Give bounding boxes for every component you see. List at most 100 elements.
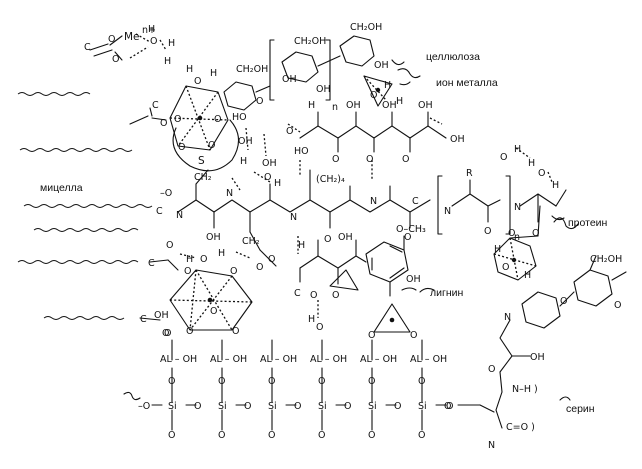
atom-o: O [344,401,351,412]
top-carboxyl-metal [89,33,167,61]
atom-o: O [256,96,263,107]
atom-o: O [194,76,201,87]
atom-o: O [402,154,409,165]
label-micelle: мицелла [40,182,83,194]
atom-oh: OH [282,74,297,85]
lignin-ring [299,235,435,333]
atom-c: C [156,206,163,217]
atom-o: O [162,328,169,339]
atom-ch2oh: CH₂OH [350,22,382,33]
wavy-chain-3 [23,204,153,208]
sugar-chain [299,111,447,153]
atom-o: O [418,430,425,441]
atom-si: Si [418,401,427,412]
atom-neg-o: –O [160,188,172,199]
atom-oh: OH [374,60,389,71]
right-saccharide [493,205,627,429]
atom-h: H [164,56,171,67]
atom-o: O [614,300,621,311]
atom-n-subscript: n [332,102,338,113]
atom-o: O [446,401,453,412]
atom-o: O [368,430,375,441]
atom-o: O [310,290,317,301]
peptide-backbone [177,169,567,267]
atom-o: O [324,234,331,245]
hydrogen-bonds [179,117,553,318]
atom-c: C [294,288,301,299]
atom-o: O [160,118,167,129]
atom-h: H [524,270,531,281]
atom-o: O [332,154,339,165]
atom-o: O [538,168,545,179]
atom-o: O [194,401,201,412]
atom-c: C [148,258,155,269]
label-leaders [391,59,565,291]
atom-n-subscript: n [514,232,520,243]
cellulose-rings [223,35,375,111]
atom-oh: OH [450,134,465,145]
atom-ho: HO [294,146,309,157]
atom-n: N [290,212,297,223]
atom-n: N [226,188,233,199]
atom-h: H [168,38,175,49]
atom-h: H [552,180,559,191]
atom-o: O [286,126,293,137]
atom-h: H [186,64,193,75]
wavy-chain-5 [17,260,139,264]
atom-co: C=O ) [506,422,535,433]
atom-o: O [268,254,275,265]
atom-o: O [500,152,507,163]
atom-o: O [418,376,425,387]
atom-o: O [264,172,271,183]
label-serine: серин [566,403,595,415]
atom-o: O [268,376,275,387]
atom-o: O [200,254,207,265]
atom-n: N [504,312,511,323]
lower-coordination-cluster [139,259,253,331]
atom-n: N [514,202,521,213]
atom-o: O [560,296,567,307]
atom-c: C [140,314,147,325]
atom-oh: OH [418,100,433,111]
atom-n: N [176,210,183,221]
label-cellulose: целлюлоза [426,51,480,63]
atom-h: H [218,248,225,259]
atom-o: O [150,36,157,47]
atom-o: O [410,330,417,341]
wavy-chain-4 [33,228,139,232]
atom-o: O [316,322,323,333]
atom-h: H [514,144,521,155]
atom-o: O [394,401,401,412]
atom-h: H [148,24,155,35]
atom-ch2-4: (CH₂)₄ [316,174,345,185]
atom-h: H [186,254,193,265]
label-lignin: лигнин [430,287,463,299]
atom-o: O [168,376,175,387]
atom-o: O [318,376,325,387]
atom-o: O [488,364,495,375]
atom-o: O [366,154,373,165]
atom-me-charge: n+ [142,25,156,36]
atom-o: O [232,326,239,337]
wavy-chain-6 [43,316,125,320]
upper-coordination-cluster [129,85,240,172]
atom-o: O [174,114,181,125]
atom-h: H [210,68,217,79]
atom-r: R [466,168,473,179]
atom-oh: OH [238,136,253,147]
atom-al-oh: AL – OH [360,354,397,365]
atom-o: O [256,262,263,273]
atom-c: C [84,42,91,53]
atom-o: O [164,328,171,339]
label-metal-ion: ион металла [436,77,498,89]
atom-oh: OH [262,158,277,169]
middle-triangles [329,269,359,291]
atom-n: N [444,206,451,217]
atom-oh: OH [346,100,361,111]
atom-si: Si [318,401,327,412]
wavy-chain-1 [17,92,91,96]
atom-al-oh: AL – OH [210,354,247,365]
atom-o: O [370,90,377,101]
